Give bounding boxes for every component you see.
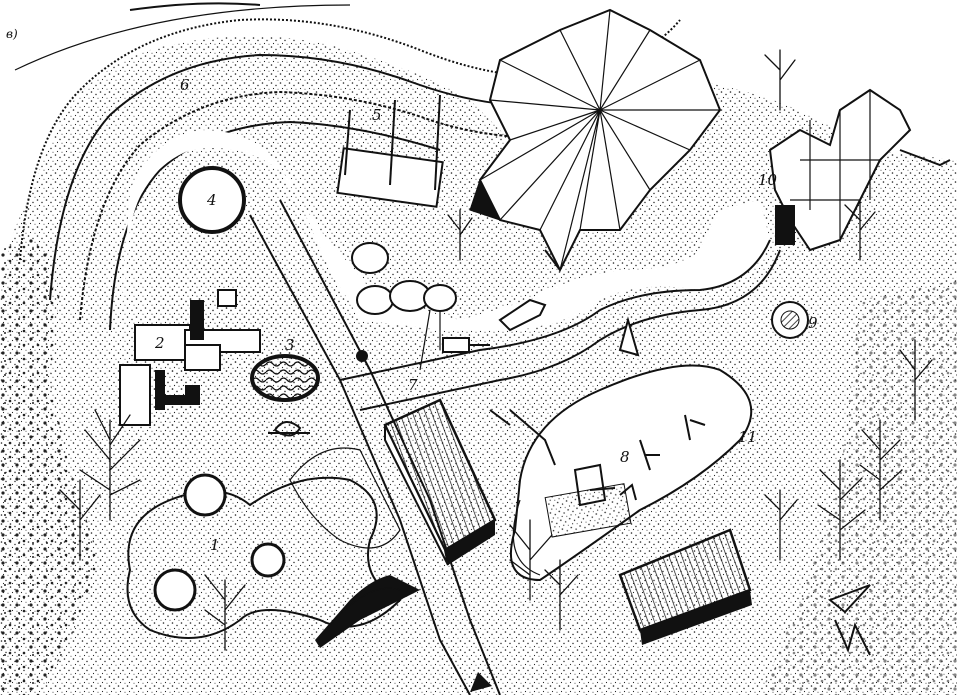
oval-field (489, 364, 753, 582)
label-3: 3 (285, 336, 295, 354)
curved-wall (315, 575, 420, 648)
label-4: 4 (206, 191, 217, 209)
figure-labels: в) 1 2 3 4 5 6 7 8 9 10 11 (6, 27, 818, 554)
label-5: 5 (372, 106, 382, 124)
figure-letter: в) (6, 27, 18, 41)
label-11: 11 (738, 428, 757, 446)
round-planters (153, 473, 286, 612)
label-8: 8 (620, 448, 630, 466)
pavilion-complex (768, 88, 951, 252)
dome-shelters (351, 242, 457, 371)
oval-sandpit (250, 354, 320, 437)
label-10: 10 (758, 171, 778, 189)
label-9: 9 (808, 314, 818, 332)
label-7: 7 (408, 376, 418, 394)
cone-sculpture (618, 316, 640, 357)
label-1: 1 (210, 536, 220, 554)
label-2: 2 (154, 334, 165, 352)
trees (59, 49, 933, 651)
label-6: 6 (180, 76, 190, 94)
block-play-area (119, 289, 261, 426)
play-vehicles (442, 298, 547, 353)
north-arrow-icon (828, 584, 871, 656)
bridge (336, 94, 444, 208)
round-pool (178, 166, 246, 234)
entrance-arrow-icon (470, 672, 492, 692)
long-shed (618, 528, 752, 645)
round-kiosk (771, 301, 809, 339)
tent-pavilion (469, 8, 722, 273)
shelter-building (383, 398, 497, 566)
